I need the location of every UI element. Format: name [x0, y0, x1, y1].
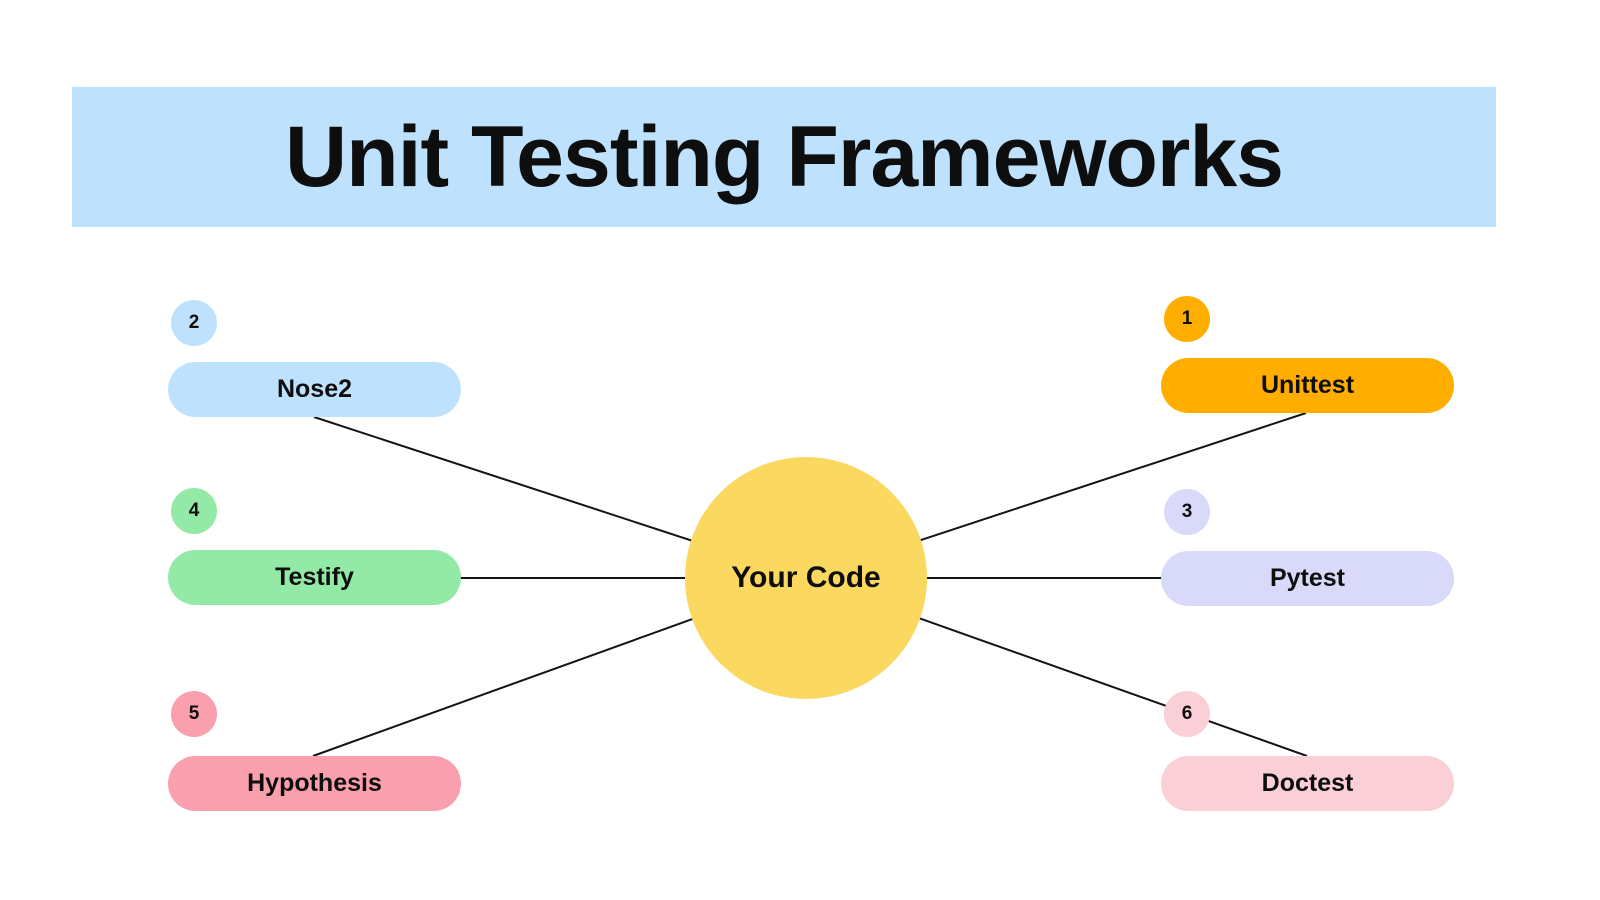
title-banner: Unit Testing Frameworks [72, 87, 1496, 227]
node-pill-testify: Testify [168, 550, 461, 605]
page-title: Unit Testing Frameworks [284, 108, 1284, 205]
node-pill-hypothesis: Hypothesis [168, 756, 461, 811]
node-pill-nose2: Nose2 [168, 362, 461, 417]
center-node-label: Your Code [731, 561, 881, 594]
node-pill-doctest: Doctest [1161, 756, 1454, 811]
node-number-badge: 4 [171, 488, 217, 534]
node-pill-unittest: Unittest [1161, 358, 1454, 413]
node-number-badge: 2 [171, 300, 217, 346]
node-number-badge: 3 [1164, 489, 1210, 535]
center-node-your-code: Your Code [685, 457, 927, 699]
node-number-badge: 5 [171, 691, 217, 737]
node-number-badge: 1 [1164, 296, 1210, 342]
node-number-badge: 6 [1164, 691, 1210, 737]
node-pill-pytest: Pytest [1161, 551, 1454, 606]
